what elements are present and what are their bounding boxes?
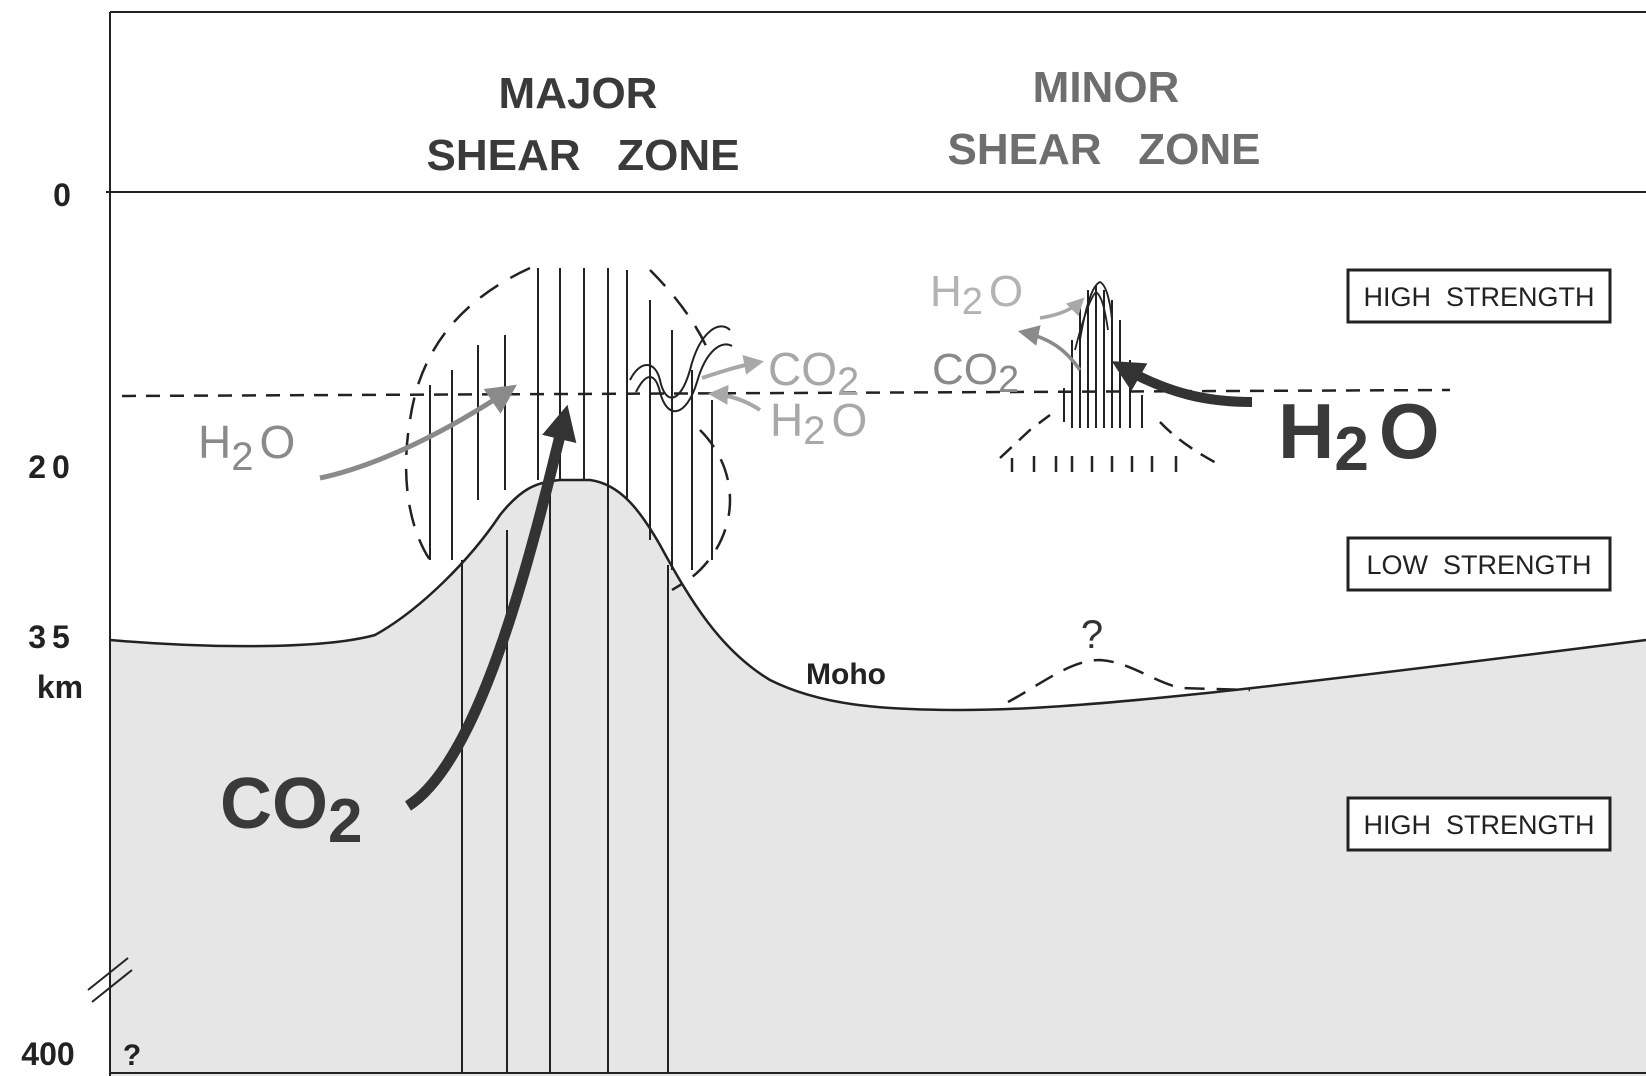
strength-box-middle-label: LOW STRENGTH	[1366, 550, 1591, 580]
minor-h2o-big-arrow	[1111, 361, 1253, 407]
strength-box-lower-label: HIGH STRENGTH	[1363, 810, 1594, 840]
moho-label: Moho	[806, 658, 886, 691]
strength-box-upper-label: HIGH STRENGTH	[1363, 282, 1594, 312]
major-co2-out-label: CO2	[768, 343, 859, 404]
major-co2-out-arrow	[701, 355, 764, 380]
strength-box-upper: HIGH STRENGTH	[1346, 268, 1612, 324]
depth-tick-35: 35	[28, 619, 76, 655]
minor-heading-line2: SHEAR ZONE	[948, 125, 1261, 174]
minor-co2-out-label: CO2	[932, 345, 1019, 401]
major-zone-outline	[404, 266, 732, 592]
minor-co2-out-arrow	[1017, 325, 1082, 372]
minor-shear-lines	[1063, 285, 1143, 428]
depth-unit-km: km	[37, 669, 83, 705]
minor-zone-outline	[999, 414, 1223, 468]
depth-tick-0: 0	[53, 177, 71, 213]
strength-box-middle: LOW STRENGTH	[1346, 536, 1612, 592]
depth-question-mark: ?	[123, 1039, 141, 1072]
major-heading-line2: SHEAR ZONE	[427, 131, 740, 180]
mantle-region	[110, 480, 1646, 1076]
folded-vein-major	[629, 325, 733, 412]
transition-dashed-line	[121, 388, 1451, 398]
minor-heading-line1: MINOR	[1033, 63, 1180, 112]
minor-h2o-out-arrow	[1039, 297, 1085, 320]
major-heading-line1: MAJOR	[499, 69, 658, 118]
moho-line	[109, 478, 1646, 712]
folded-vein-minor	[1074, 281, 1113, 351]
major-h2o-out-arrow	[708, 384, 762, 412]
axis-break-icon	[87, 957, 133, 1003]
minor-zone-base-ticks	[1010, 456, 1178, 472]
major-co2-big-arrow	[404, 404, 577, 811]
depth-tick-400: 400	[21, 1036, 74, 1072]
major-h2o-in-arrow	[319, 384, 517, 481]
depth-tick-20: 20	[28, 449, 76, 485]
mantle-bump-uncertain	[1007, 658, 1251, 704]
strength-box-lower: HIGH STRENGTH	[1346, 796, 1612, 852]
major-co2-big-label: CO2	[220, 764, 362, 856]
uncertain-question-label: ?	[1081, 613, 1103, 657]
